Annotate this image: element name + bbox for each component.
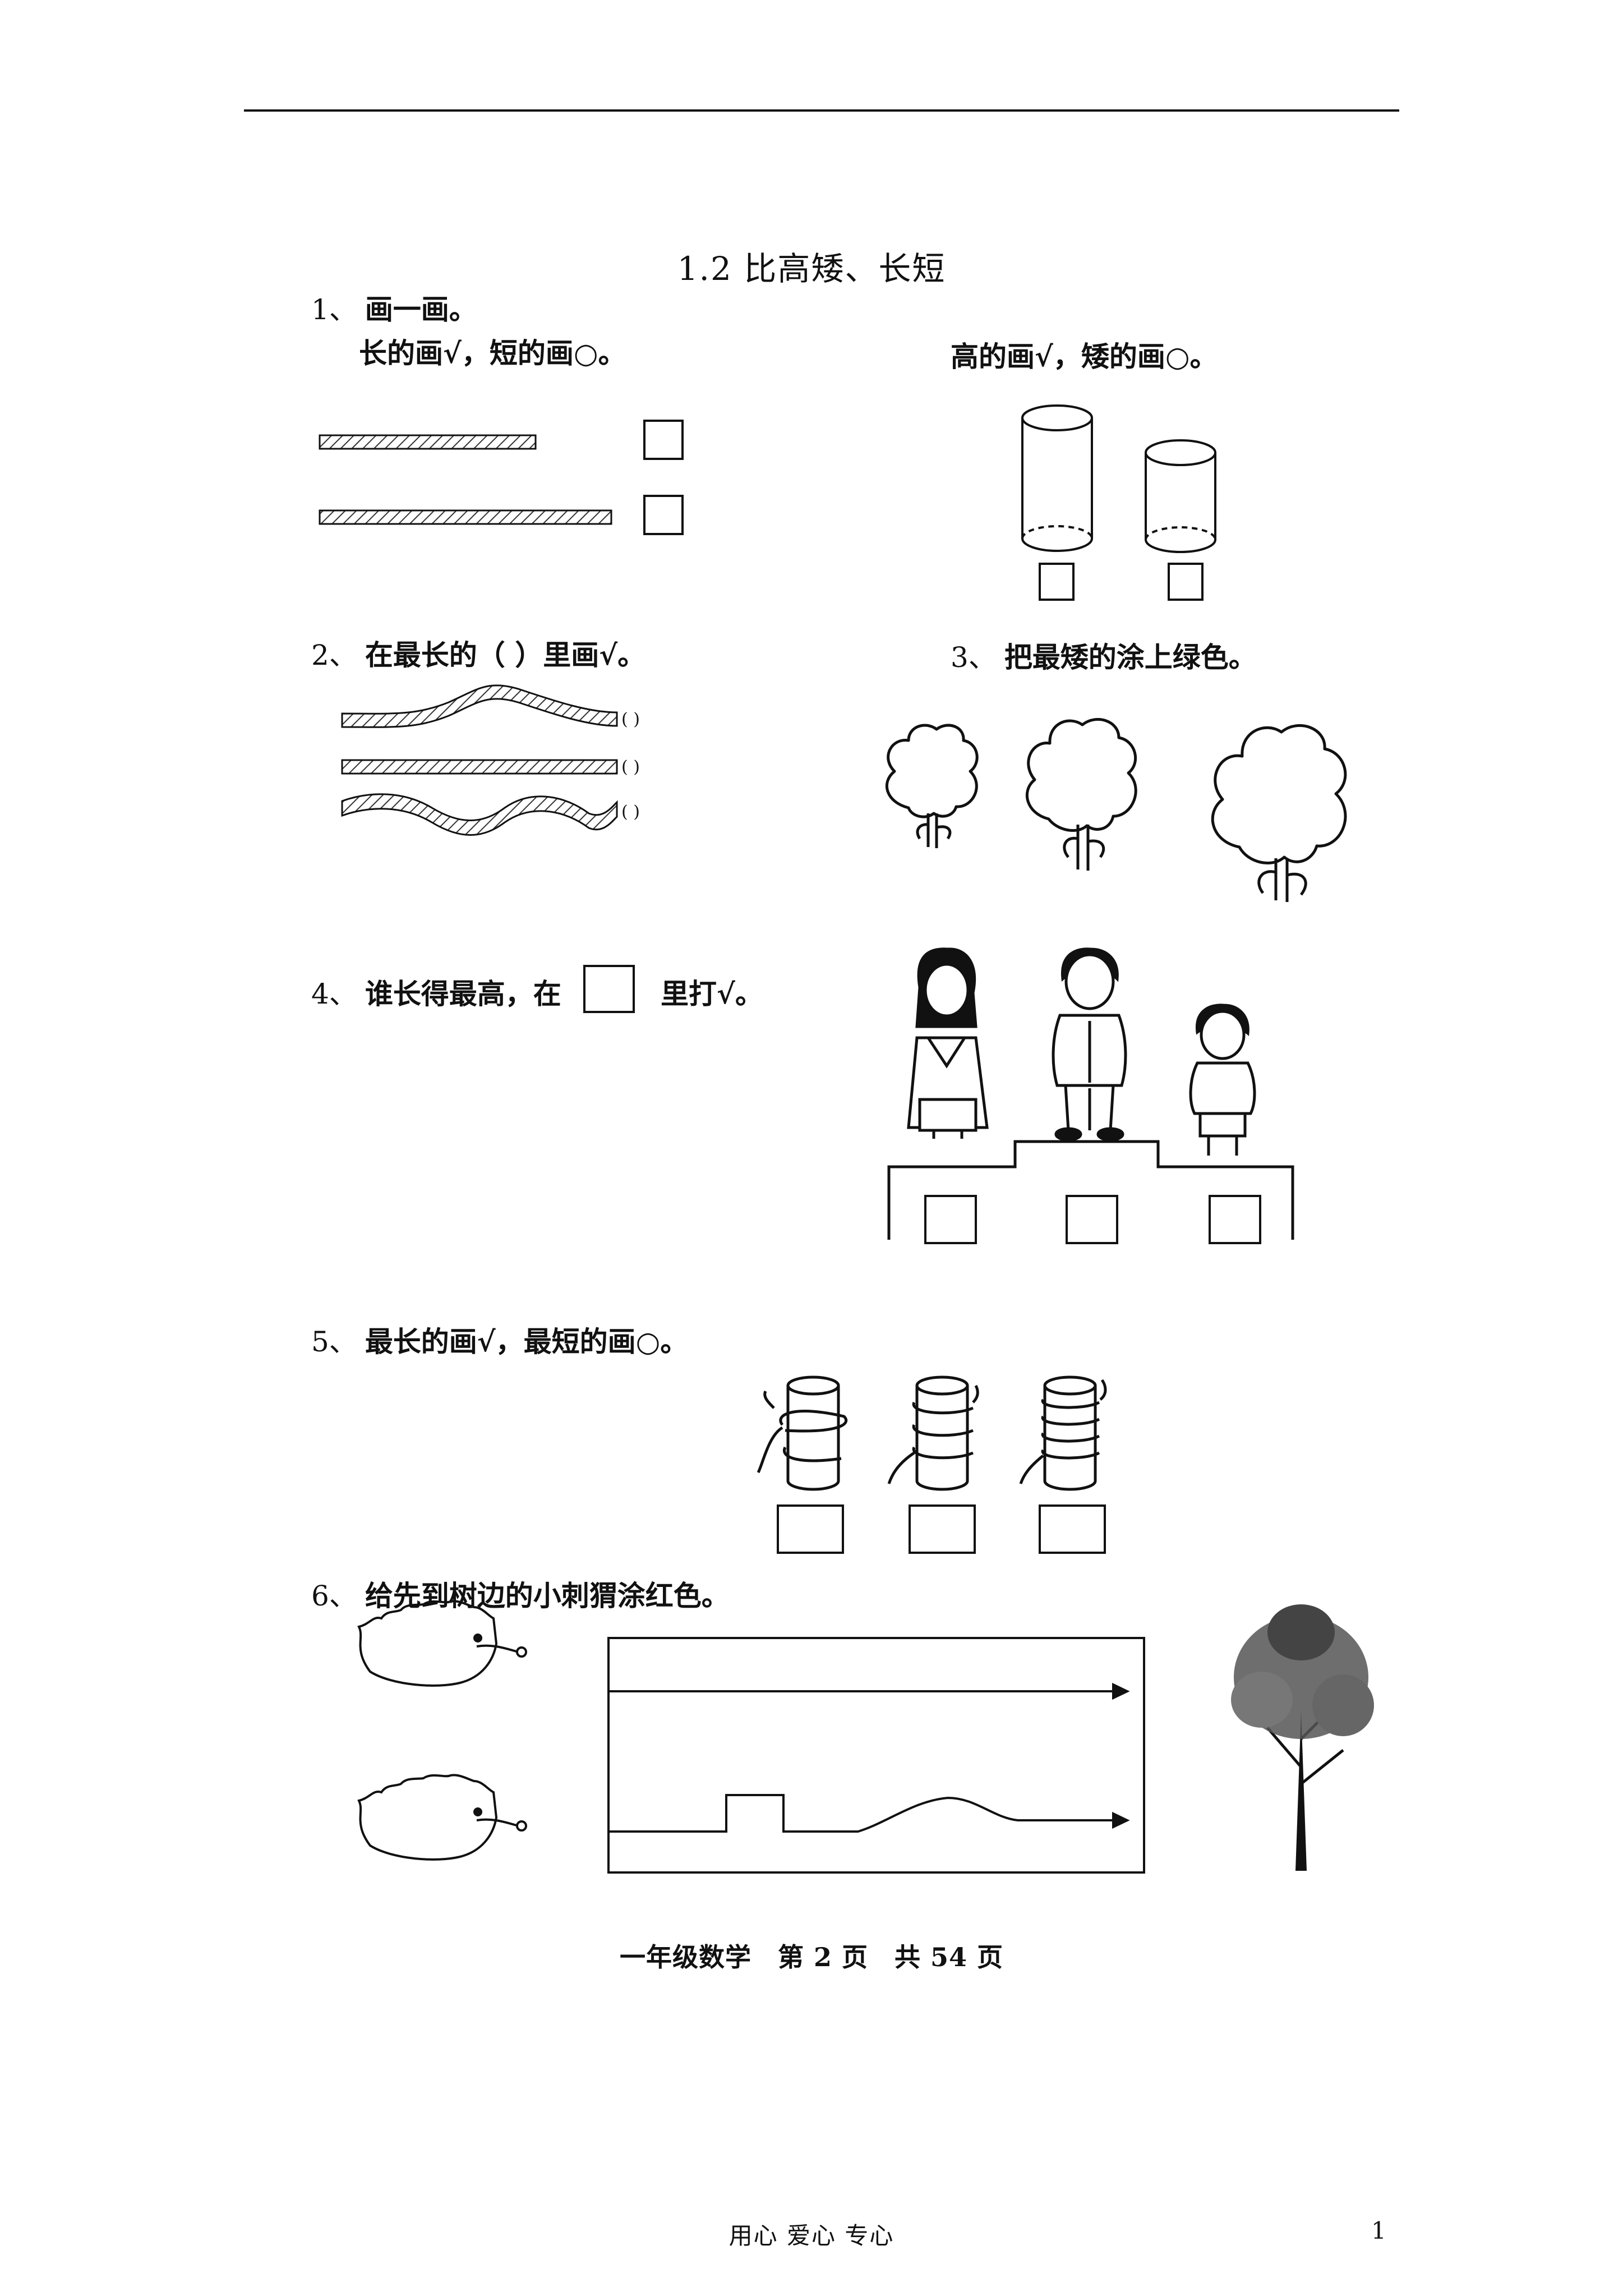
question-5-label: 最长的画√，最短的画○。 [365, 1325, 689, 1358]
question-4-example-box [583, 965, 635, 1013]
question-3-trees [885, 718, 1347, 902]
page-number: 1 [1371, 2217, 1386, 2244]
race-track [607, 1637, 1145, 1874]
question-2-ribbons [341, 684, 618, 836]
answer-box-short-bar[interactable] [643, 420, 684, 460]
question-6-heading: 6、给先到树边的小刺猬涂红色。 [311, 1573, 730, 1614]
question-4-heading: 4、谁长得最高，在 [311, 972, 561, 1012]
question-1-figures [319, 404, 1216, 553]
ribbon-wavy-2 [341, 793, 618, 836]
header-rule [244, 109, 1399, 112]
question-5-heading: 5、最长的画√，最短的画○。 [311, 1319, 688, 1360]
tree-medium [1025, 718, 1137, 871]
answer-box-boy[interactable] [1066, 1195, 1118, 1244]
boy-figure [1052, 947, 1127, 1142]
small-child-figure [1189, 1004, 1256, 1156]
question-4-number: 4、 [311, 978, 357, 1010]
answer-box-tall-cylinder[interactable] [1039, 563, 1075, 601]
page-footer: 一年级数学 第 2 页 共 54 页 [619, 1942, 1004, 1972]
answer-box-short-cylinder[interactable] [1168, 563, 1204, 601]
question-4-label-after: 里打√。 [661, 977, 763, 1010]
short-bar [319, 434, 537, 450]
question-2-heading: 2、在最长的（ ）里画√。 [311, 633, 645, 673]
question-1-right-instruction: 高的画√，矮的画○。 [951, 340, 1218, 373]
tree-small [885, 724, 979, 848]
hedgehog-top [357, 1600, 527, 1687]
tree-large [1211, 724, 1347, 902]
question-4-label-before: 谁长得最高，在 [365, 977, 561, 1010]
answer-box-long-bar[interactable] [643, 495, 684, 535]
footer-motto: 用心 爱心 专心 [728, 2222, 895, 2249]
question-1-number: 1、 [311, 293, 357, 326]
page-title: 1.2 比高矮、长短 [677, 250, 946, 288]
question-1-left-instruction: 长的画√，短的画○。 [359, 337, 626, 370]
question-6-number: 6、 [311, 1580, 357, 1612]
paren-ribbon-wavy-1[interactable]: ( ) [621, 710, 640, 729]
question-2-label: 在最长的（ ）里画√。 [365, 638, 646, 671]
tall-cylinder [1021, 404, 1093, 552]
tree-goal [1231, 1604, 1374, 1871]
spool-1 [757, 1375, 848, 1491]
question-1-heading: 1、画一画。 [311, 287, 477, 328]
question-4-figures [887, 947, 1294, 1240]
question-2-number: 2、 [311, 639, 357, 671]
paren-ribbon-wavy-2[interactable]: ( ) [621, 802, 640, 822]
ribbon-straight [341, 759, 618, 775]
hedgehog-bottom [357, 1774, 527, 1861]
question-3-heading: 3、把最矮的涂上绿色。 [951, 635, 1257, 675]
question-6-figures [357, 1600, 1374, 1874]
question-5-spools [757, 1375, 1107, 1491]
spool-2 [887, 1375, 979, 1491]
ribbon-wavy-1 [341, 684, 618, 728]
answer-box-spool-1[interactable] [777, 1504, 844, 1554]
question-3-number: 3、 [951, 641, 997, 674]
answer-box-spool-2[interactable] [909, 1504, 976, 1554]
question-1-label: 画一画。 [365, 293, 477, 326]
spool-3 [1019, 1375, 1107, 1491]
short-cylinder [1145, 439, 1216, 553]
question-3-label: 把最矮的涂上绿色。 [1004, 641, 1257, 674]
answer-box-spool-3[interactable] [1039, 1504, 1106, 1554]
answer-box-small-child[interactable] [1209, 1195, 1261, 1244]
question-5-number: 5、 [311, 1326, 357, 1358]
girl-figure [907, 947, 989, 1139]
answer-box-girl[interactable] [924, 1195, 977, 1244]
paren-ribbon-straight[interactable]: ( ) [621, 757, 640, 777]
long-bar [319, 509, 612, 525]
podium [887, 1140, 1294, 1240]
question-6-label: 给先到树边的小刺猬涂红色。 [365, 1579, 730, 1612]
